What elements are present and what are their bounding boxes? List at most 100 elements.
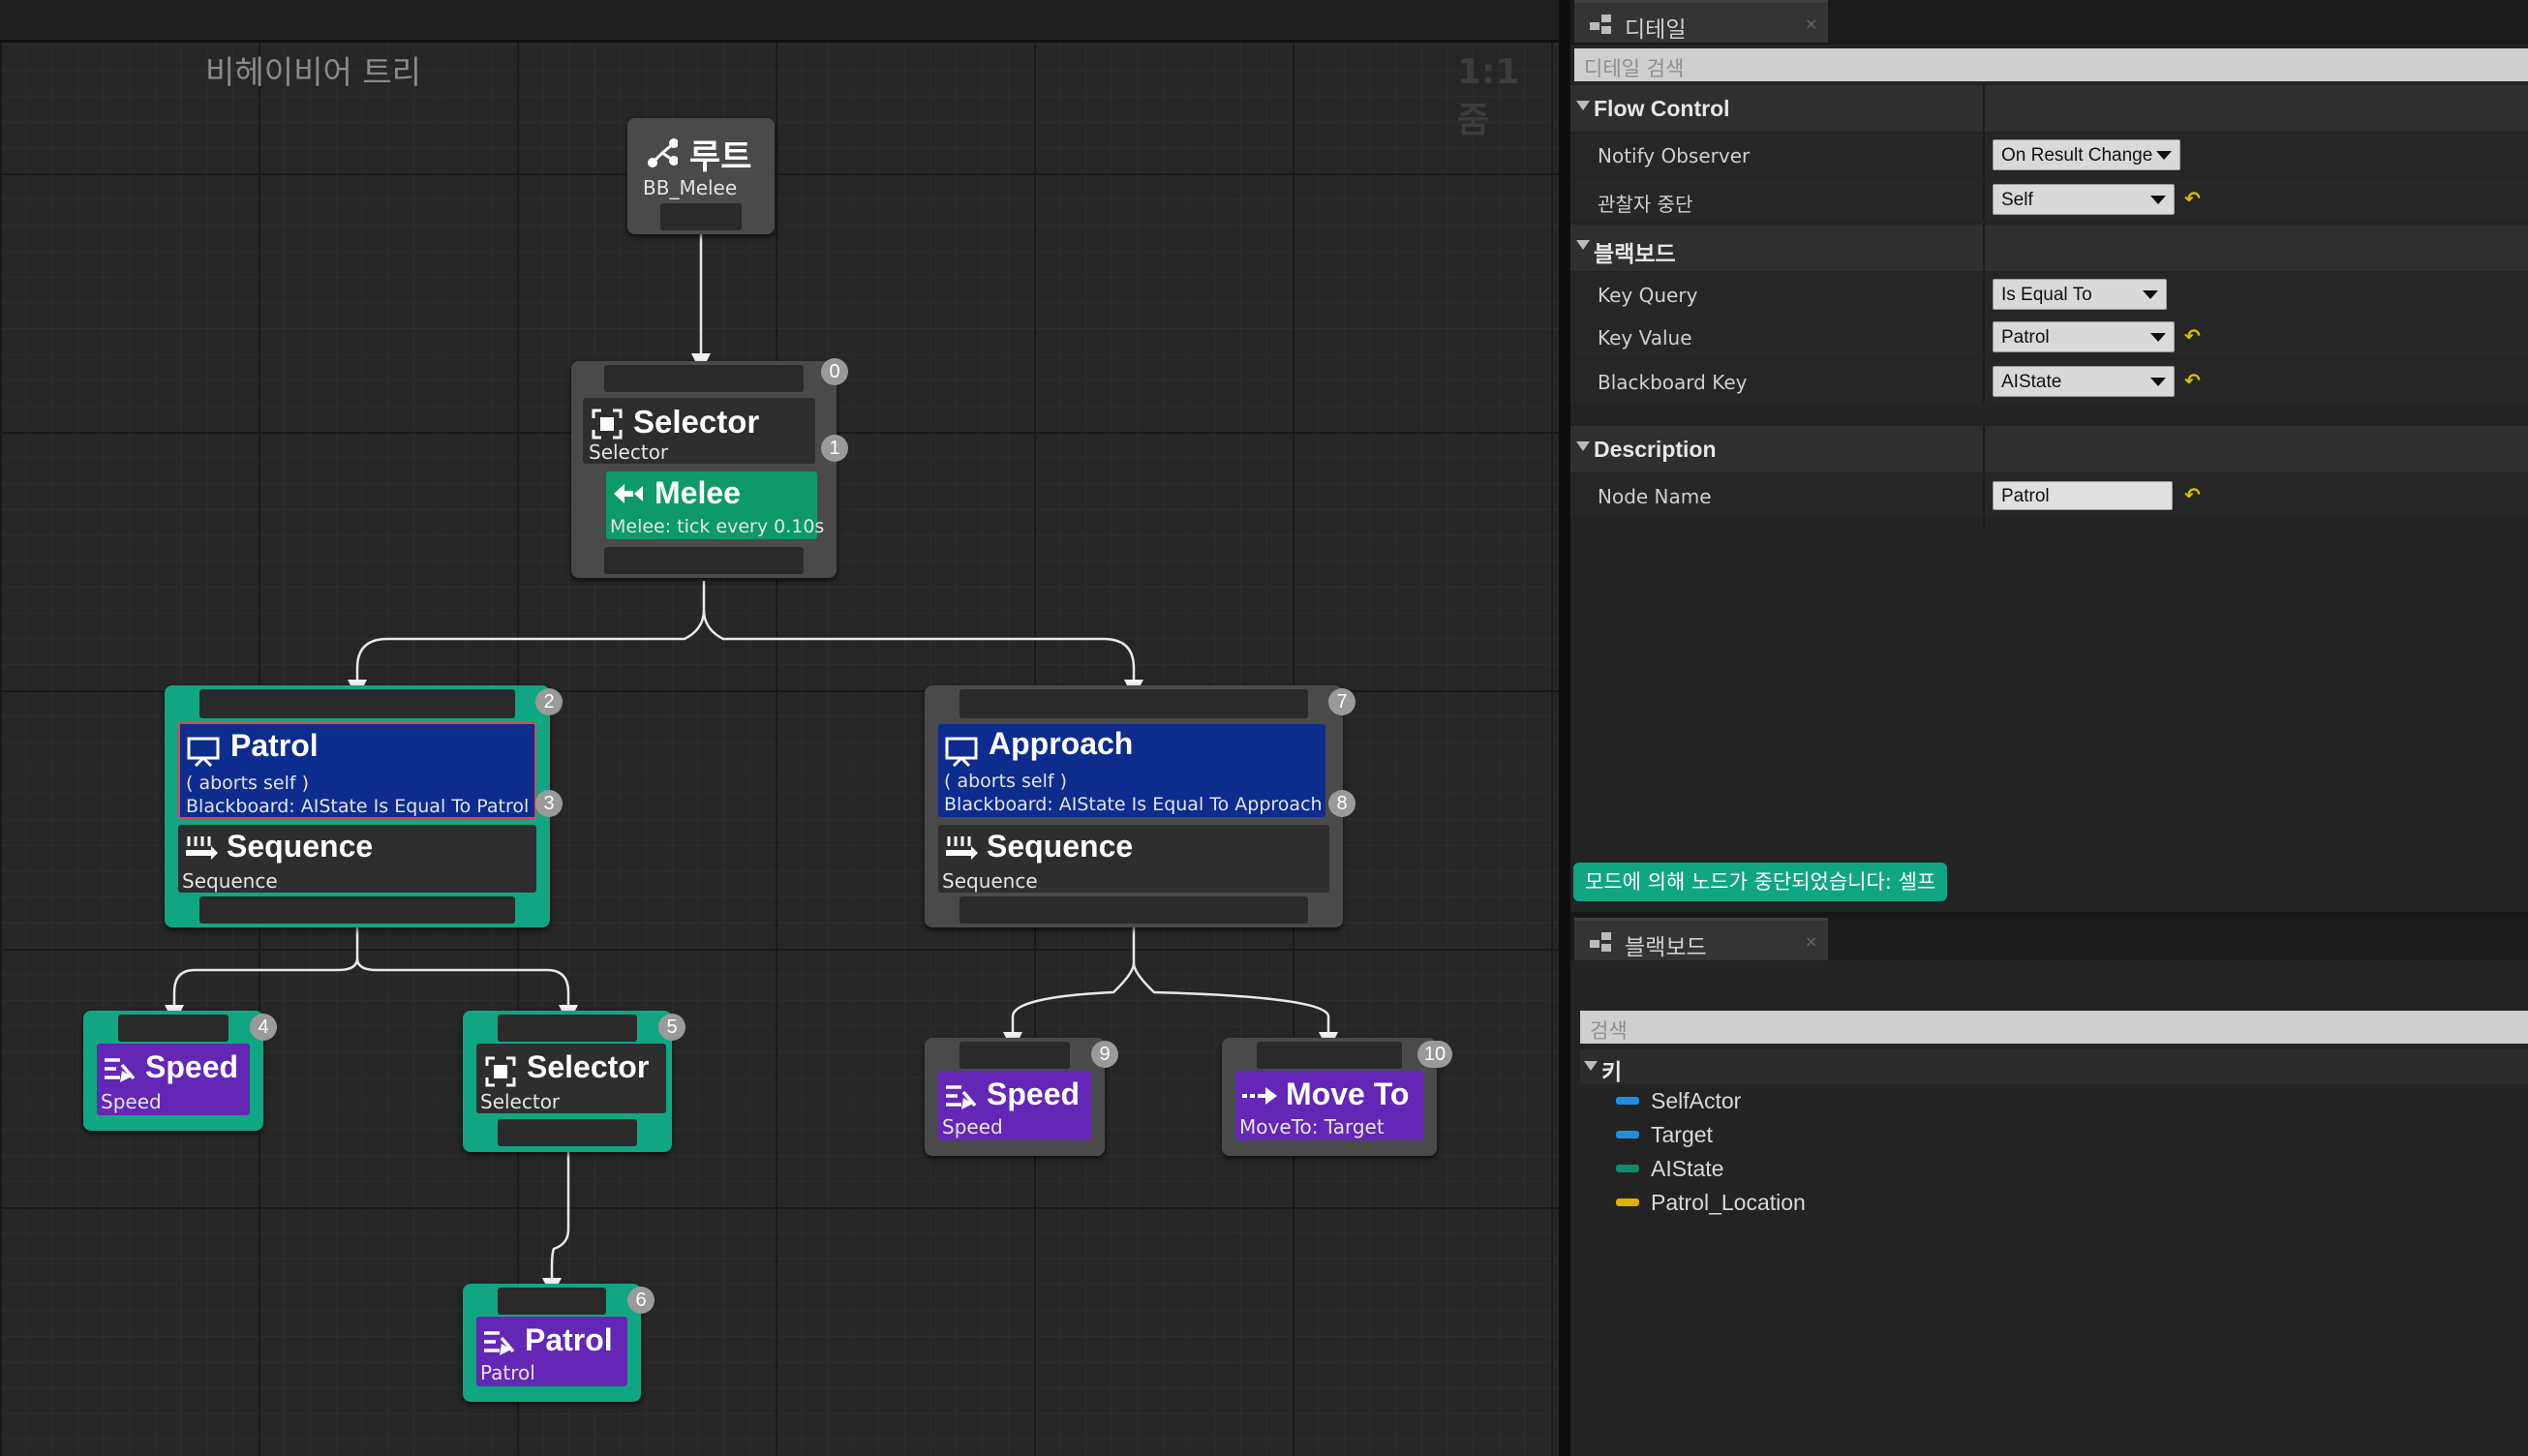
wire-patrol-selector5	[355, 957, 578, 1024]
blackboard-decorator-icon	[945, 737, 978, 767]
melee-service[interactable]: Melee Melee: tick every 0.10s	[606, 471, 824, 539]
root-tree-icon	[648, 138, 678, 167]
reset-to-default-icon[interactable]: ↶	[2184, 369, 2201, 392]
selector5-subtitle: Selector	[480, 1090, 561, 1113]
key-value-dropdown[interactable]: Patrol	[1993, 321, 2175, 352]
category-label: 블랙보드	[1594, 241, 1676, 266]
root-subtitle: BB_Melee	[643, 176, 738, 199]
execution-index-badge: 0	[821, 358, 848, 385]
patrol-task-node[interactable]: Patrol Patrol 6	[463, 1284, 655, 1402]
panel-splitter[interactable]	[1559, 0, 1570, 1456]
patrol-output-pin[interactable]	[199, 896, 515, 924]
selector-output-pin[interactable]	[604, 547, 804, 574]
property-key-query: Key Query Is Equal To	[1570, 273, 2528, 316]
details-tab[interactable]: 디테일 ×	[1574, 0, 1828, 43]
patrol-sequence-subtitle: Sequence	[182, 869, 278, 893]
root-output-pin[interactable]	[660, 203, 742, 230]
behavior-tree-graph[interactable]: 비헤이비어 트리 1:1 줌 루트 BB_Melee	[0, 0, 1559, 1456]
root-node[interactable]: 루트 BB_Melee	[627, 118, 775, 234]
collapse-triangle-icon[interactable]	[1584, 1061, 1598, 1071]
key-query-dropdown[interactable]: Is Equal To	[1993, 279, 2167, 310]
selector-input-pin[interactable]	[604, 365, 804, 392]
dropdown-value: Self	[2001, 190, 2033, 210]
category-flow-control[interactable]: Flow Control	[1570, 85, 2528, 132]
key-name: SelfActor	[1651, 1088, 1742, 1113]
graph-wires	[165, 232, 1338, 1297]
collapse-triangle-icon[interactable]	[1576, 240, 1590, 250]
moveto-task-body[interactable]: Move To MoveTo: Target	[1235, 1071, 1423, 1140]
approach-sequence-node[interactable]: Approach ( aborts self ) Blackboard: AIS…	[925, 685, 1355, 927]
moveto-task-subtitle: MoveTo: Target	[1239, 1115, 1385, 1138]
reset-to-default-icon[interactable]: ↶	[2184, 324, 2201, 348]
approach-input-pin[interactable]	[959, 689, 1308, 718]
blackboard-search-input: 검색	[1590, 1019, 1628, 1043]
moveto-input-pin[interactable]	[1257, 1042, 1402, 1069]
notify-observer-dropdown[interactable]: On Result Change	[1993, 139, 2180, 170]
wire-patrol-speed	[165, 926, 359, 1024]
node-name-value: Patrol	[2001, 486, 2050, 506]
details-search-input: 디테일 검색	[1584, 57, 1685, 80]
patrol-decorator-aborts: ( aborts self )	[186, 773, 309, 794]
patrol-task-input-pin[interactable]	[498, 1288, 606, 1315]
blackboard-search-box[interactable]: 검색	[1580, 1011, 2528, 1044]
approach-output-pin[interactable]	[959, 896, 1308, 924]
speed9-task-node[interactable]: Speed Speed 9	[925, 1038, 1118, 1156]
execution-index-badge: 1	[821, 435, 848, 462]
speed9-input-pin[interactable]	[959, 1042, 1070, 1069]
patrol-task-icon	[484, 1331, 515, 1355]
dropdown-value: Is Equal To	[2001, 285, 2092, 305]
approach-decorator[interactable]: Approach ( aborts self ) Blackboard: AIS…	[938, 724, 1325, 817]
patrol-decorator[interactable]: Patrol ( aborts self ) Blackboard: AISta…	[178, 722, 536, 819]
moveto-task-node[interactable]: Move To MoveTo: Target 10	[1222, 1038, 1452, 1156]
speed-task-node[interactable]: Speed Speed 4	[83, 1011, 277, 1131]
collapse-triangle-icon[interactable]	[1576, 441, 1590, 451]
blackboard-tab[interactable]: 블랙보드 ×	[1574, 918, 1828, 960]
wire-approach-moveto	[1132, 962, 1338, 1051]
selector5-title: Selector	[527, 1049, 650, 1084]
details-tab-icon	[1590, 15, 1611, 34]
approach-decorator-title: Approach	[989, 726, 1134, 761]
speed-task-title: Speed	[145, 1049, 239, 1084]
reset-to-default-icon[interactable]: ↶	[2184, 187, 2201, 210]
close-tab-icon[interactable]: ×	[1805, 15, 1818, 33]
speed9-task-body[interactable]: Speed Speed	[938, 1071, 1091, 1140]
patrol-task-subtitle: Patrol	[480, 1361, 535, 1384]
blackboard-key-dropdown[interactable]: AIState	[1993, 366, 2175, 397]
approach-sequence-body[interactable]: Sequence Sequence	[938, 825, 1329, 893]
property-label: Key Value	[1598, 326, 1692, 349]
moveto-task-title: Move To	[1286, 1077, 1410, 1111]
speed-task-body[interactable]: Speed Speed	[97, 1044, 250, 1115]
patrol-task-body[interactable]: Patrol Patrol	[476, 1317, 627, 1386]
keys-header-label: 키	[1601, 1060, 1623, 1085]
property-label: Key Query	[1598, 284, 1698, 307]
blackboard-tab-icon	[1590, 932, 1611, 952]
selector5-output-pin[interactable]	[498, 1119, 637, 1146]
details-panel: 디테일 × 디테일 검색 Flow Control Notify Observe…	[1570, 0, 2528, 1456]
details-search-box[interactable]: 디테일 검색	[1574, 48, 2528, 81]
patrol-sequence-body[interactable]: Sequence Sequence	[178, 825, 536, 893]
keys-category-header[interactable]: 키	[1580, 1049, 2528, 1085]
close-tab-icon[interactable]: ×	[1805, 932, 1818, 951]
speed-input-pin[interactable]	[118, 1015, 228, 1042]
collapse-triangle-icon[interactable]	[1576, 101, 1590, 110]
execution-index-badge: 7	[1328, 688, 1355, 715]
column-separator	[1983, 517, 1985, 529]
sequence-icon	[946, 836, 978, 860]
dropdown-arrow-icon	[2150, 378, 2166, 386]
set-speed-task-icon	[105, 1058, 136, 1082]
panel-divider	[1570, 912, 2528, 916]
node-name-input[interactable]: Patrol	[1993, 481, 2173, 510]
set-speed-task-icon	[946, 1085, 977, 1109]
wire-selector-approach	[702, 609, 1143, 699]
patrol-input-pin[interactable]	[199, 689, 515, 718]
category-blackboard[interactable]: 블랙보드	[1570, 225, 2528, 271]
reset-to-default-icon[interactable]: ↶	[2184, 483, 2201, 506]
patrol-sequence-node[interactable]: Patrol ( aborts self ) Blackboard: AISta…	[165, 685, 563, 927]
selector5-node[interactable]: Selector Selector 5	[463, 1011, 685, 1152]
selector5-input-pin[interactable]	[498, 1015, 637, 1042]
observer-aborts-dropdown[interactable]: Self	[1993, 184, 2175, 215]
category-description[interactable]: Description	[1570, 426, 2528, 472]
selector-body[interactable]: Selector Selector	[583, 398, 815, 464]
selector-node[interactable]: Selector Selector Melee Melee: tick ever…	[571, 358, 848, 578]
selector5-body[interactable]: Selector Selector	[476, 1044, 666, 1113]
